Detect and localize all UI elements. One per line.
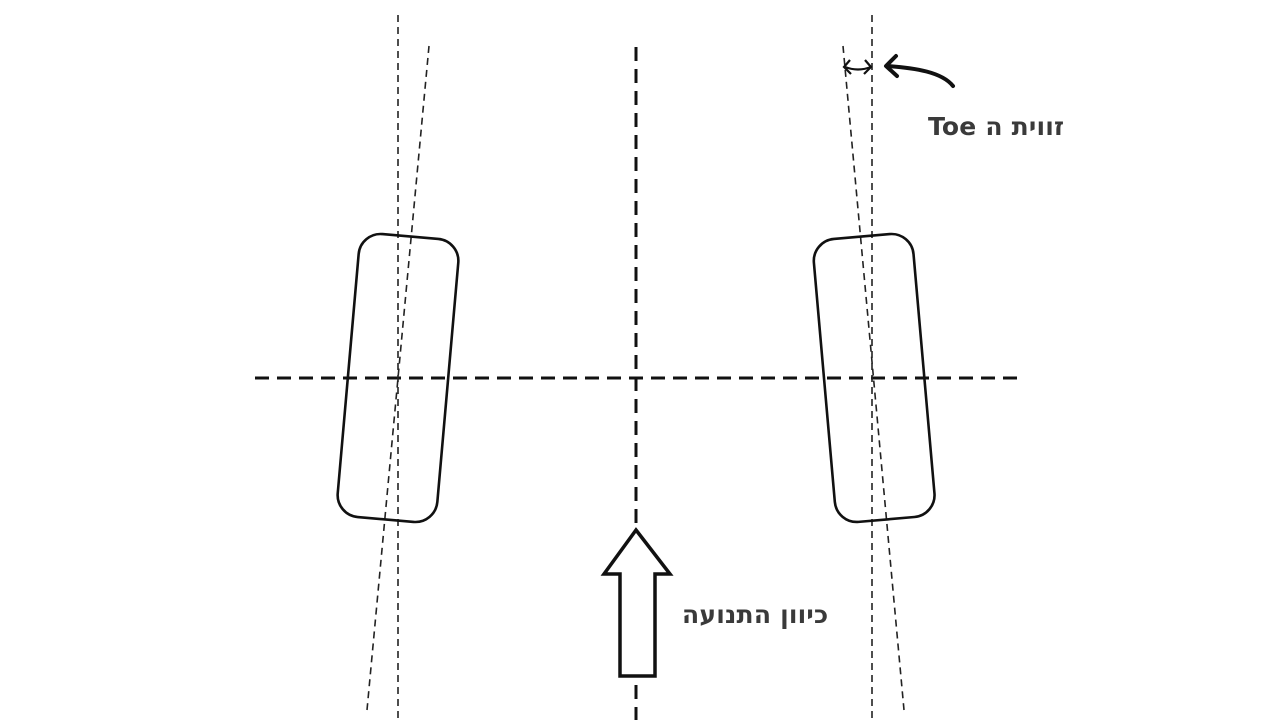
left-wheel-toe-line: [366, 45, 430, 711]
right-wheel-toe-line: [842, 45, 905, 711]
toe-angle-marker: [842, 59, 873, 75]
toe-angle-label: זווית ה Toe: [928, 112, 1065, 141]
direction-arrow: [600, 527, 674, 678]
left-wheel: [336, 232, 460, 524]
direction-of-travel-label: כיוון התנועה: [682, 600, 829, 629]
toe-pointer-arrow: [884, 54, 955, 88]
right-wheel: [812, 232, 936, 524]
